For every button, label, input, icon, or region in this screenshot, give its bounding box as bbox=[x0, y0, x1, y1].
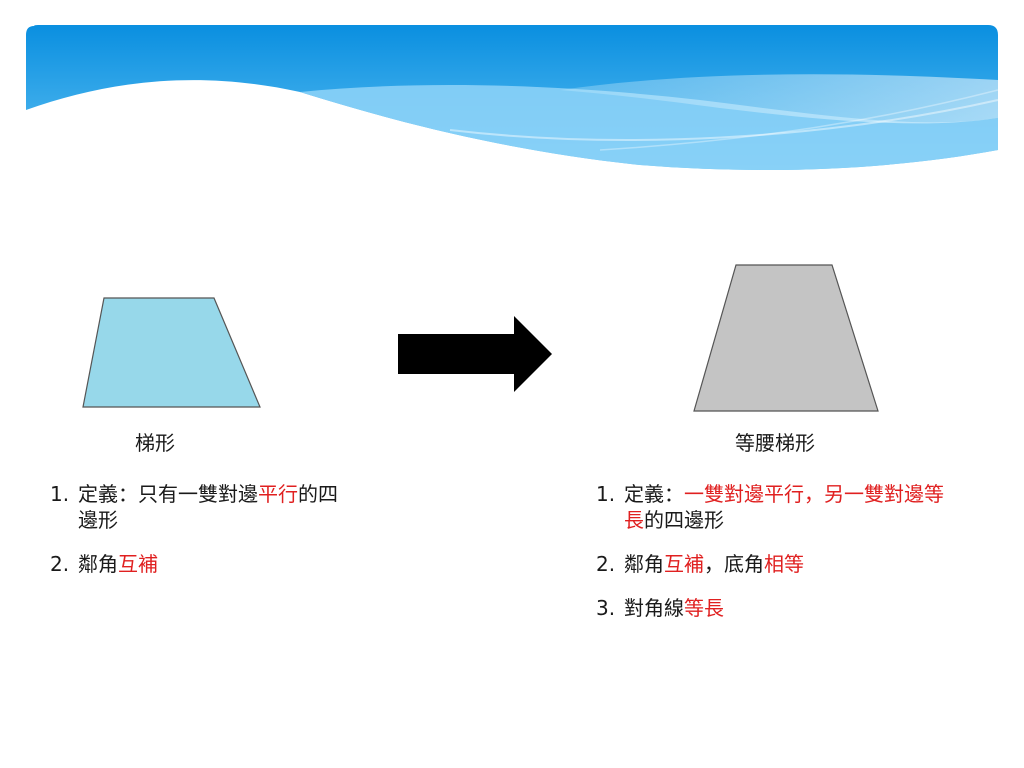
list-item: 2. 鄰角互補 bbox=[50, 551, 350, 577]
isosceles-trapezoid-shape bbox=[693, 264, 879, 412]
isosceles-trapezoid-properties-list: 1. 定義：一雙對邊平行，另一雙對邊等長的四邊形 2. 鄰角互補，底角相等 3. 對角線等… bbox=[596, 481, 956, 639]
list-number: 2. bbox=[596, 552, 616, 576]
body-text: 鄰角 bbox=[624, 552, 664, 576]
isosceles-trapezoid-title: 等腰梯形 bbox=[735, 431, 815, 455]
list-item: 2. 鄰角互補，底角相等 bbox=[596, 551, 956, 577]
highlight-text: 相等 bbox=[764, 552, 804, 576]
body-text: 的四邊形 bbox=[644, 508, 724, 532]
list-number: 1. bbox=[50, 482, 70, 506]
trapezoid-title: 梯形 bbox=[135, 431, 175, 455]
body-text: 定義： bbox=[624, 482, 684, 506]
body-text: 鄰角 bbox=[78, 552, 118, 576]
list-item: 1. 定義：只有一雙對邊平行的四邊形 bbox=[50, 481, 350, 533]
list-number: 2. bbox=[50, 552, 70, 576]
highlight-text: 互補 bbox=[118, 552, 158, 576]
highlight-text: 等長 bbox=[684, 596, 724, 620]
body-text: 定義：只有一雙對邊 bbox=[78, 482, 258, 506]
list-number: 1. bbox=[596, 482, 616, 506]
trapezoid-shape bbox=[82, 297, 261, 408]
highlight-text: 一雙對邊平行，另一雙對邊等長 bbox=[624, 482, 944, 532]
right-arrow-icon bbox=[398, 316, 552, 392]
list-number: 3. bbox=[596, 596, 616, 620]
body-text: 的四邊形 bbox=[78, 482, 338, 532]
highlight-text: 互補 bbox=[664, 552, 704, 576]
list-item: 3. 對角線等長 bbox=[596, 595, 956, 621]
body-text: ，底角 bbox=[704, 552, 764, 576]
trapezoid-properties-list: 1. 定義：只有一雙對邊平行的四邊形 2. 鄰角互補 bbox=[50, 481, 350, 595]
header-banner bbox=[26, 25, 999, 171]
highlight-text: 平行 bbox=[258, 482, 298, 506]
body-text: 對角線 bbox=[624, 596, 684, 620]
list-item: 1. 定義：一雙對邊平行，另一雙對邊等長的四邊形 bbox=[596, 481, 956, 533]
